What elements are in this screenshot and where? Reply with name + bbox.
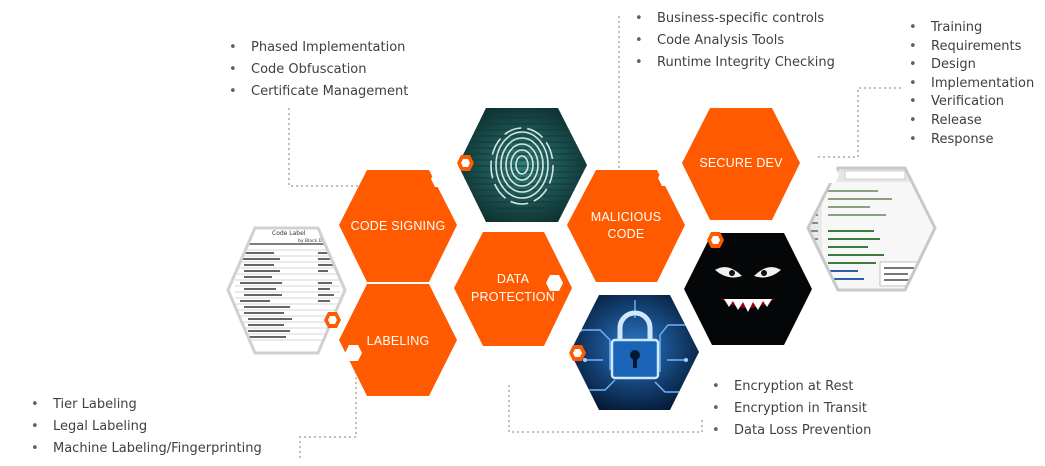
connector-code-signing bbox=[288, 108, 368, 187]
hex-marker-fingerprint bbox=[457, 155, 474, 171]
connector-secure-dev bbox=[818, 87, 901, 158]
list-item: Response bbox=[909, 131, 1034, 150]
list-code-signing: Phased Implementation Code Obfuscation C… bbox=[229, 37, 408, 103]
code-editor-image-hex bbox=[806, 166, 937, 292]
hex-label-malicious-code-line2: CODE bbox=[608, 227, 645, 241]
hex-marker-document bbox=[324, 312, 341, 328]
document-title: Code Label bbox=[272, 230, 306, 237]
list-item: Encryption in Transit bbox=[712, 398, 871, 420]
list-item: Runtime Integrity Checking bbox=[635, 52, 835, 74]
connector-data-protection bbox=[508, 385, 703, 433]
list-data-protection: Encryption at Rest Encryption in Transit… bbox=[712, 376, 871, 442]
list-item: Legal Labeling bbox=[31, 416, 262, 438]
document-byline: by Black Duck bbox=[298, 238, 330, 244]
hex-marker-code-editor bbox=[822, 167, 839, 183]
list-item: Encryption at Rest bbox=[712, 376, 871, 398]
list-secure-dev: Training Requirements Design Implementat… bbox=[909, 19, 1034, 149]
hex-label-data-protection-line1: DATA bbox=[497, 272, 530, 286]
list-item: Business-specific controls bbox=[635, 8, 835, 30]
list-item: Certificate Management bbox=[229, 81, 408, 103]
hex-marker-code-signing bbox=[431, 171, 448, 187]
hex-secure-dev[interactable]: SECURE DEV bbox=[682, 108, 800, 220]
hex-label-labeling: LABELING bbox=[367, 334, 430, 348]
hex-markers bbox=[324, 155, 839, 361]
lock-circuit-image-hex bbox=[570, 295, 699, 410]
connector-lines bbox=[288, 16, 901, 461]
padlock-icon bbox=[610, 310, 660, 380]
list-item: Code Obfuscation bbox=[229, 59, 408, 81]
hex-marker-face bbox=[707, 232, 724, 248]
evil-face-icon bbox=[715, 267, 781, 312]
list-item: Verification bbox=[909, 93, 1034, 112]
list-item: Data Loss Prevention bbox=[712, 420, 871, 442]
malicious-face-image-hex bbox=[684, 233, 812, 345]
list-item: Tier Labeling bbox=[31, 394, 262, 416]
fingerprint-image-hex bbox=[458, 108, 587, 222]
list-item: Design bbox=[909, 56, 1034, 75]
fingerprint-icon bbox=[490, 127, 554, 205]
hex-code-signing[interactable]: CODE SIGNING bbox=[339, 170, 457, 282]
code-label-document-hex: Code Label by Black Duck bbox=[226, 226, 347, 355]
list-item: Requirements bbox=[909, 38, 1034, 57]
connector-labeling bbox=[299, 372, 357, 461]
hex-marker-labeling bbox=[345, 345, 362, 361]
list-malicious-code: Business-specific controls Code Analysis… bbox=[635, 8, 835, 74]
hex-label-code-signing: CODE SIGNING bbox=[351, 219, 446, 233]
hex-marker-lock bbox=[569, 345, 586, 361]
list-item: Release bbox=[909, 112, 1034, 131]
hex-labeling[interactable]: LABELING bbox=[339, 284, 457, 396]
hex-marker-data-protection bbox=[546, 275, 563, 291]
hex-label-secure-dev: SECURE DEV bbox=[699, 156, 783, 170]
hex-label-data-protection-line2: PROTECTION bbox=[471, 290, 555, 304]
hex-label-malicious-code-line1: MALICIOUS bbox=[591, 210, 662, 224]
list-item: Phased Implementation bbox=[229, 37, 408, 59]
list-labeling: Tier Labeling Legal Labeling Machine Lab… bbox=[31, 394, 262, 460]
hex-marker-malicious-code bbox=[658, 170, 675, 186]
hex-malicious-code[interactable]: MALICIOUS CODE bbox=[567, 170, 685, 282]
list-item: Implementation bbox=[909, 75, 1034, 94]
list-item: Machine Labeling/Fingerprinting bbox=[31, 438, 262, 460]
list-item: Code Analysis Tools bbox=[635, 30, 835, 52]
hex-data-protection[interactable]: DATA PROTECTION bbox=[454, 232, 572, 346]
list-item: Training bbox=[909, 19, 1034, 38]
